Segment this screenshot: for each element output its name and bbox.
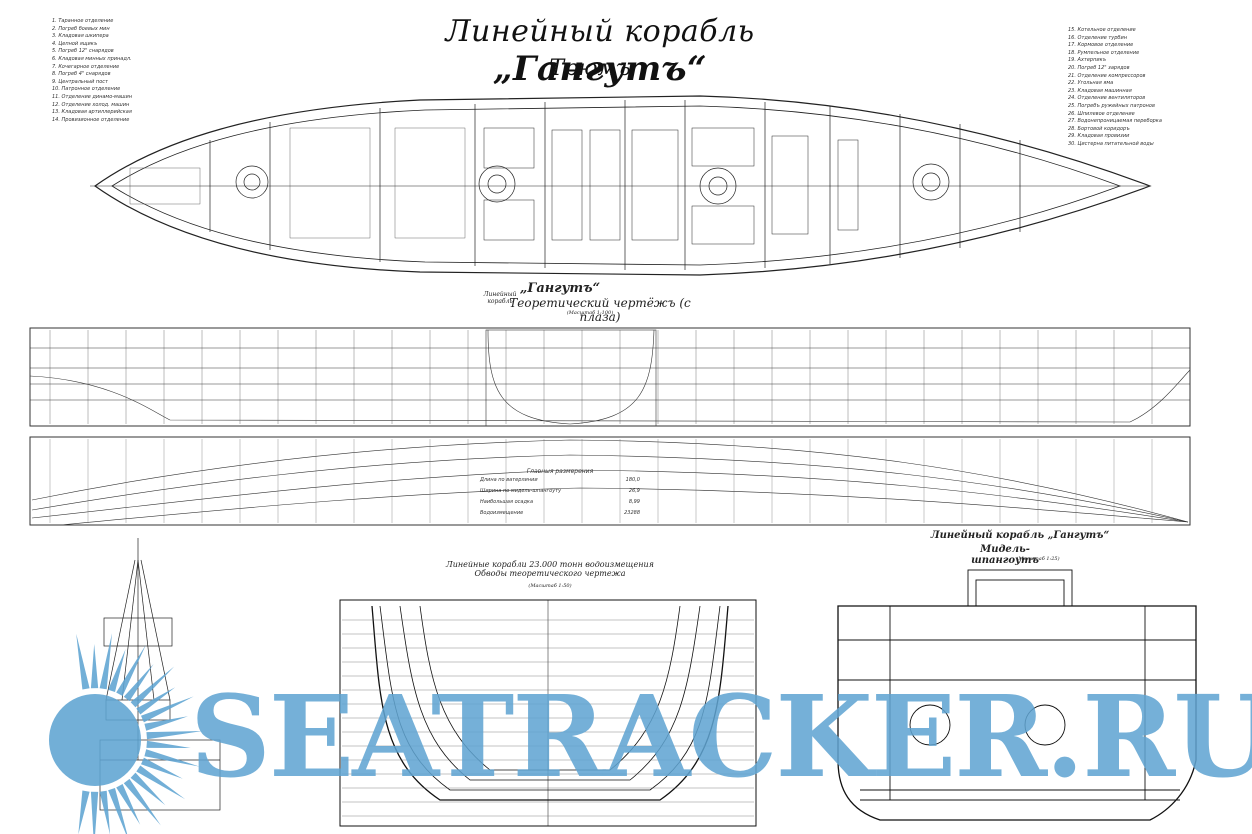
legend-item: 19. Ахтерпикъ xyxy=(1068,57,1107,64)
legend-item: 7. Кочегарное отделение xyxy=(52,63,120,70)
sheer-plan-drawing xyxy=(29,327,1191,427)
sun-ray xyxy=(130,666,175,708)
sun-ray xyxy=(146,731,203,740)
sun-ray xyxy=(108,649,126,692)
legend-item: 6. Кладовая минных принадл. xyxy=(52,55,132,62)
dimensions-row: Длина по ватерлинии 180,0 xyxy=(480,475,640,486)
legend-item: 8. Погреб 4" снарядов xyxy=(52,71,111,78)
legend-item: 23. Кладовая машинная xyxy=(1068,87,1132,94)
lines-plan-description: Теоретический чертёжъ (с плаза) xyxy=(509,296,691,324)
legend-item: 1. Таранное отделение xyxy=(52,18,114,24)
sun-ray xyxy=(78,790,90,834)
dimensions-value: 180,0 xyxy=(625,477,640,483)
sheer-stations xyxy=(49,330,1153,424)
sun-ray xyxy=(141,696,194,723)
legend-item: 5. Погреб 12" снарядов xyxy=(52,48,114,55)
seatracker-sun-logo xyxy=(49,633,203,834)
seatracker-watermark: SEATRACKER.RU xyxy=(190,672,1252,803)
sun-ray xyxy=(136,687,176,715)
main-title-prefix: Линейный корабль xyxy=(445,14,755,49)
main-title: Линейный корабль „Гангутъ“ xyxy=(400,14,800,89)
legend-item: 20. Погреб 12" зарядов xyxy=(1068,64,1130,71)
main-title-ship-name: „Гангутъ“ xyxy=(492,49,708,89)
sun-ray xyxy=(116,784,141,825)
sun-ray xyxy=(116,644,146,696)
dimensions-label: Водоизмещение xyxy=(480,510,524,516)
body-plan-title: Линейные корабли 23.000 тонн водоизмещен… xyxy=(440,560,660,578)
lines-plan-scale: (Масштаб 1:100) xyxy=(566,310,614,316)
legend-item: 16. Отделение турбин xyxy=(1068,34,1128,41)
sun-ray xyxy=(99,633,112,690)
legend-item: 12. Отделение холод. машин xyxy=(52,101,130,108)
legend-item: 21. Отделение компрессоров xyxy=(1068,72,1146,79)
legend-item: 28. Бортовой коридоръ xyxy=(1068,125,1130,132)
sun-ray xyxy=(90,791,99,834)
legend-item: 17. Кормовое отделение xyxy=(1068,42,1134,49)
sun-ray xyxy=(130,772,166,806)
hold-plan-drawing xyxy=(90,95,1152,276)
lines-plan-type: Линейный корабль xyxy=(483,291,517,305)
body-plan-drawing xyxy=(339,599,757,827)
dimensions-row: Наибольшая осадка 8,99 xyxy=(480,497,640,508)
legend-item: 14. Провизионное отделение xyxy=(52,116,130,123)
legend-item: 29. Кладовая провизии xyxy=(1068,133,1130,140)
sun-ray xyxy=(141,757,183,779)
dimensions-value: 23288 xyxy=(624,510,640,516)
sun-ray xyxy=(99,790,111,834)
half-breadth-drawing xyxy=(29,436,1191,526)
dimensions-value: 26,9 xyxy=(628,488,640,494)
dimensions-table-title: Главныя размерения xyxy=(526,468,594,475)
dimensions-label: Наибольшая осадка xyxy=(480,499,534,505)
midship-scale: (Масштаб 1:25) xyxy=(1016,556,1060,562)
legend-item: 25. Погребъ ружейных патронов xyxy=(1068,102,1155,109)
legend-item: 9. Центральный пост xyxy=(52,78,108,85)
legend-item: 13. Кладовая артиллерийская xyxy=(52,109,132,116)
sun-ray xyxy=(76,633,90,690)
legend-item: 30. Цистерна питательной воды xyxy=(1068,140,1154,147)
sun-ray xyxy=(144,716,188,731)
legend-item: 18. Румпельное отделение xyxy=(1068,49,1140,56)
sun-ray xyxy=(90,644,99,689)
midship-title: Линейный корабль „Гангутъ“ xyxy=(930,530,1110,541)
sun-ray xyxy=(123,778,161,826)
legend-item: 2. Погреб боевых мин xyxy=(52,25,110,32)
legend-item: 15. Котельное отделение xyxy=(1068,27,1136,33)
body-plan-waterlines xyxy=(342,619,754,817)
body-plan-title-line: Линейные корабли 23.000 тонн водоизмещен… xyxy=(446,560,654,569)
legend-item: 27. Водонепроницаемая переборка xyxy=(1068,118,1162,125)
dimensions-value: 8,99 xyxy=(628,499,640,505)
body-plan-subtitle: Обводы теоретического чертежа xyxy=(474,569,626,578)
body-plan-scale: (Масштаб 1:50) xyxy=(528,583,572,589)
sun-ray xyxy=(123,664,154,702)
midship-section-drawing xyxy=(837,569,1197,821)
dimensions-label: Ширина по мидель-шпангоуту xyxy=(480,488,562,494)
sun-ray xyxy=(136,765,186,800)
legend-item: 11. Отделение динамо-машин xyxy=(52,93,132,100)
sun-ray xyxy=(144,749,200,767)
half-breadth-stations xyxy=(49,439,1153,523)
dimensions-table: Главныя размерения Длина по ватерлинии 18… xyxy=(480,466,640,519)
sun-ray xyxy=(108,788,128,834)
lines-plan-ship-name: „Гангутъ“ xyxy=(519,281,601,296)
legend-item: 3. Кладовая шкипера xyxy=(52,33,109,40)
hold-subtitle: Трюмъ xyxy=(549,56,631,81)
midship-subtitle: Мидель-шпангоутъ xyxy=(971,544,1039,566)
legend-item: 10. Патронное отделение xyxy=(52,86,121,93)
legend-item: 4. Цепной ящикъ xyxy=(52,40,98,47)
legend-item: 24. Отделение вентиляторов xyxy=(1068,95,1146,102)
legend-item: 22. Угольная яма xyxy=(1068,80,1114,87)
dimensions-row: Водоизмещение 23288 xyxy=(480,508,640,519)
dimensions-label: Длина по ватерлинии xyxy=(480,477,538,483)
legend-item: 26. Шпилевое отделение xyxy=(1068,110,1135,117)
sun-ray xyxy=(146,740,191,748)
dimensions-row: Ширина по мидель-шпангоуту 26,9 xyxy=(480,486,640,497)
